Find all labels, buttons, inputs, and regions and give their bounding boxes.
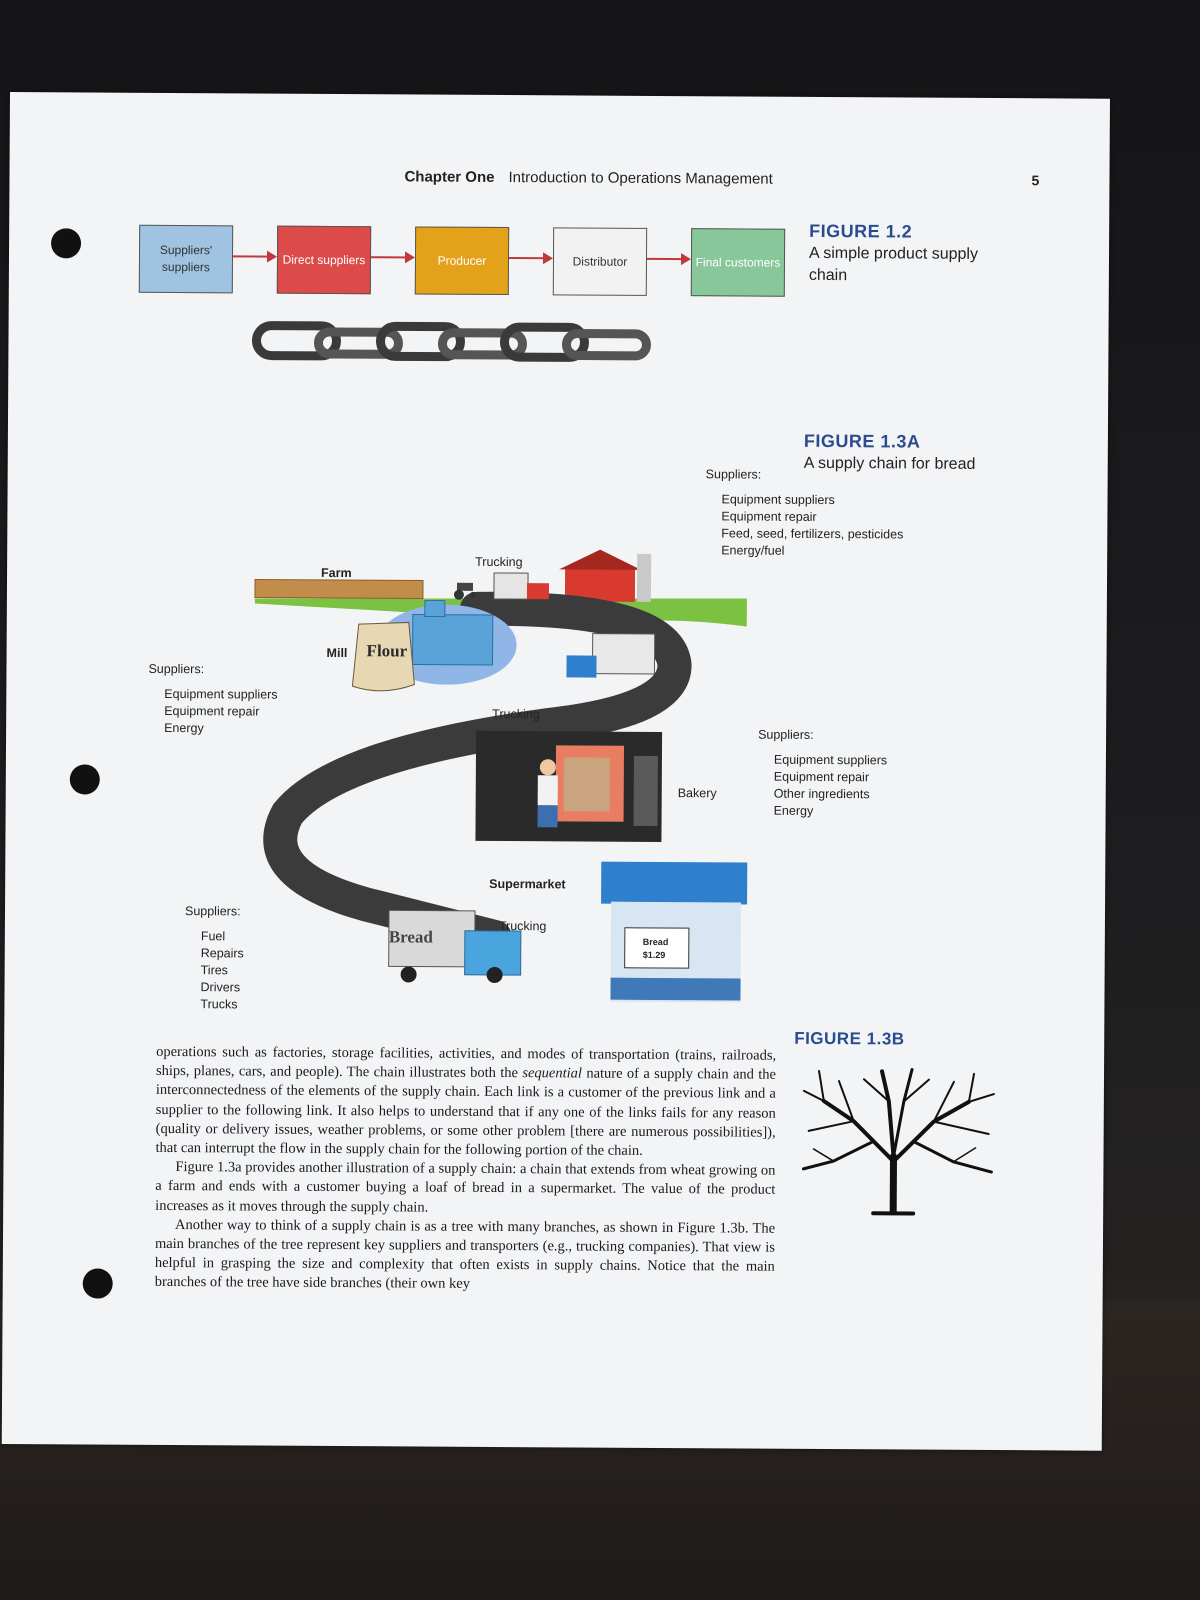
supplier-item: Equipment repair xyxy=(773,769,870,785)
binder-hole xyxy=(69,764,100,795)
road xyxy=(263,591,692,954)
paragraph: Another way to think of a supply chain i… xyxy=(154,1216,776,1293)
paragraph: operations such as factories, storage fa… xyxy=(155,1043,777,1162)
supplier-item: Drivers xyxy=(200,980,241,995)
binder-hole xyxy=(82,1268,113,1299)
flour-bag xyxy=(351,621,415,692)
stage-label-trucking-3: Trucking xyxy=(498,919,547,934)
textbook-page: Chapter One Introduction to Operations Ma… xyxy=(1,92,1110,1451)
flow-arrow xyxy=(370,256,414,259)
supplier-item: Repairs xyxy=(200,946,244,961)
chain-box-producer: Producer xyxy=(414,226,510,296)
supplier-item: Energy xyxy=(773,803,814,818)
bread-truck-text: Bread xyxy=(389,927,434,946)
supplier-item: Feed, seed, fertilizers, pesticides xyxy=(721,526,904,542)
flow-arrow xyxy=(646,257,689,261)
tractor xyxy=(453,582,476,600)
supplier-item: Fuel xyxy=(200,929,226,944)
stage-label-trucking-2: Trucking xyxy=(492,706,540,722)
wheat-field xyxy=(254,579,424,600)
chapter-title: Introduction to Operations Management xyxy=(508,169,773,188)
barn-illustration xyxy=(559,549,652,602)
suppliers-heading: Suppliers: xyxy=(705,467,762,482)
stage-label-mill: Mill xyxy=(326,645,348,661)
emphasis-text: sequential xyxy=(522,1065,583,1082)
flow-arrow xyxy=(232,255,276,258)
supplier-item: Energy/fuel xyxy=(721,543,785,558)
suppliers-heading: Suppliers: xyxy=(148,661,205,677)
supplier-item: Equipment suppliers xyxy=(721,492,835,508)
bread-truck xyxy=(388,909,522,983)
supplier-item: Energy xyxy=(164,720,204,736)
stage-label-trucking-1: Trucking xyxy=(475,554,523,570)
supplier-item: Equipment suppliers xyxy=(164,686,278,702)
bakery-suppliers-list: Suppliers: Equipment suppliers Equipment… xyxy=(758,727,888,821)
figure-1-3b-label: FIGURE 1.3B xyxy=(794,1028,905,1049)
stage-label-bakery: Bakery xyxy=(677,786,717,801)
stage-label-supermarket: Supermarket xyxy=(489,876,566,892)
supplier-item: Equipment suppliers xyxy=(773,752,888,768)
binder-hole xyxy=(50,228,82,259)
page-number: 5 xyxy=(1031,172,1040,189)
store-sign-product: Bread xyxy=(643,937,669,947)
tree-illustration xyxy=(801,1068,995,1216)
metal-chain-illustration xyxy=(251,321,651,362)
flour-bag-text: Flour xyxy=(367,641,408,660)
figure-1-2-label: FIGURE 1.2 xyxy=(809,220,913,242)
farm-truck xyxy=(493,572,550,600)
figure-1-2-caption: A simple product supply chain xyxy=(808,244,979,285)
chain-box-final-customers: Final customers xyxy=(690,228,786,297)
chain-box-direct-suppliers: Direct suppliers xyxy=(276,225,372,295)
supplier-item: Tires xyxy=(200,963,229,978)
supplier-item: Other ingredients xyxy=(773,786,870,802)
supplier-item: Equipment repair xyxy=(164,703,260,719)
trucking-suppliers-list: Suppliers: Fuel Repairs Tires Drivers Tr… xyxy=(184,903,244,1013)
store-sign-price: $1.29 xyxy=(643,950,666,960)
chain-box-suppliers-suppliers: Suppliers' suppliers xyxy=(138,224,234,294)
suppliers-heading: Suppliers: xyxy=(184,904,241,919)
supplier-item: Trucks xyxy=(200,997,238,1012)
mill-suppliers-list: Suppliers: Equipment suppliers Equipment… xyxy=(148,661,278,738)
mill-truck xyxy=(566,633,656,678)
supplier-item: Equipment repair xyxy=(721,509,817,524)
chain-box-distributor: Distributor xyxy=(552,227,648,296)
mill-building xyxy=(412,600,494,666)
flow-arrow xyxy=(508,257,552,260)
paragraph: Figure 1.3a provides another illustratio… xyxy=(155,1159,776,1216)
supermarket-building xyxy=(601,861,748,1003)
chapter-label: Chapter One xyxy=(404,168,495,186)
body-text: operations such as factories, storage fa… xyxy=(155,1043,777,1296)
farm-suppliers-list: Suppliers: Equipment suppliers Equipment… xyxy=(705,466,904,560)
figure-1-3a-label: FIGURE 1.3A xyxy=(803,430,921,452)
bread-supply-chain-illustration: Flour xyxy=(254,549,748,1003)
suppliers-heading: Suppliers: xyxy=(758,727,814,742)
stage-label-farm: Farm xyxy=(321,565,352,581)
bakery-scene xyxy=(475,730,663,842)
running-header: Chapter One Introduction to Operations Ma… xyxy=(404,168,772,187)
